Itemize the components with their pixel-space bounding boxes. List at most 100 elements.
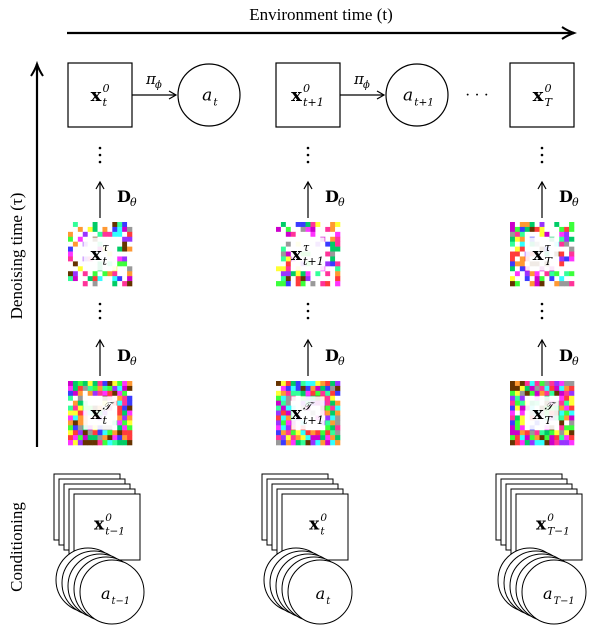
noise-pixel <box>564 435 570 441</box>
noise-pixel <box>514 256 521 262</box>
dot <box>540 302 544 306</box>
noise-pixel <box>569 385 575 392</box>
noise-pixel <box>325 226 331 233</box>
noise-pixel <box>524 435 530 441</box>
noise-pixel <box>68 385 74 392</box>
noise-pixel <box>92 435 98 441</box>
noise-pixel <box>276 381 282 387</box>
noise-pixel <box>305 222 311 228</box>
noise-pixel <box>127 440 133 446</box>
noise-pixel <box>544 281 550 287</box>
noise-pixel <box>564 222 570 228</box>
col-t-action-label-symbol: a <box>202 85 212 105</box>
noise-pixel <box>122 400 128 406</box>
noise-pixel <box>72 410 79 416</box>
noise-pixel <box>320 276 326 282</box>
noise-pixel <box>285 271 292 277</box>
dot <box>306 302 310 306</box>
noise-pixel <box>68 420 74 426</box>
noise-pixel <box>290 276 296 282</box>
noise-pixel <box>315 222 321 228</box>
col-tplus1-mid-frame-label-symbol: x <box>291 244 302 265</box>
noise-pixel <box>112 271 118 277</box>
noise-pixel <box>127 395 133 401</box>
noise-pixel <box>122 276 128 282</box>
noise-pixel <box>519 271 526 277</box>
noise-pixel <box>77 381 84 387</box>
col-t-denoiser-lower-symbol: D <box>117 346 131 365</box>
noise-pixel <box>77 271 84 277</box>
noise-pixel <box>330 261 336 267</box>
noise-pixel <box>127 271 133 277</box>
noise-pixel <box>107 281 113 287</box>
noise-pixel <box>320 435 326 441</box>
noise-pixel <box>122 281 128 287</box>
noise-pixel <box>77 415 84 421</box>
noise-pixel <box>92 440 98 446</box>
noise-pixel <box>569 241 575 247</box>
noise-pixel <box>519 231 526 238</box>
noise-pixel <box>510 381 516 387</box>
noise-pixel <box>72 415 79 421</box>
noise-pixel <box>335 415 341 421</box>
noise-pixel <box>122 381 128 387</box>
noise-pixel <box>276 415 282 421</box>
dot <box>98 153 102 157</box>
noise-pixel <box>72 222 79 228</box>
noise-pixel <box>112 281 118 287</box>
noise-pixel <box>97 435 103 441</box>
noise-pixel <box>122 435 128 441</box>
noise-pixel <box>285 226 292 233</box>
noise-pixel <box>107 381 113 387</box>
noise-pixel <box>107 390 113 397</box>
noise-pixel <box>510 246 516 252</box>
noise-pixel <box>77 420 84 426</box>
noise-pixel <box>330 266 336 272</box>
denoising-time-label: Denoising time (τ) <box>7 193 26 320</box>
col-t-cond-action-stack <box>55 547 145 625</box>
noise-pixel <box>524 271 530 277</box>
noise-pixel <box>559 276 565 282</box>
noise-pixel <box>335 261 341 267</box>
noise-pixel <box>549 430 555 436</box>
noise-pixel <box>117 435 123 441</box>
noise-pixel <box>514 246 521 252</box>
noise-pixel <box>510 415 516 421</box>
noise-pixel <box>335 395 341 401</box>
noise-pixel <box>330 420 336 426</box>
noise-pixel <box>510 271 516 277</box>
noise-pixel <box>68 266 74 272</box>
noise-pixel <box>510 390 516 397</box>
noise-pixel <box>529 381 535 387</box>
noise-pixel <box>539 435 545 441</box>
noise-label-backdrop <box>291 396 325 430</box>
noise-pixel <box>529 281 535 287</box>
noise-pixel <box>310 226 316 233</box>
col-tplus1-cond-action-label-symbol: a <box>316 584 326 603</box>
noise-pixel <box>534 226 540 233</box>
noise-pixel <box>335 231 341 238</box>
noise-pixel <box>82 271 88 277</box>
noise-pixel <box>320 222 326 228</box>
noise-pixel <box>305 381 311 387</box>
noise-pixel <box>72 430 79 436</box>
noise-pixel <box>335 246 341 252</box>
noise-pixel <box>534 390 540 397</box>
noise-pixel <box>72 420 79 426</box>
noise-pixel <box>300 430 306 436</box>
noise-pixel <box>276 440 282 446</box>
col-t-mid-frame <box>68 222 133 287</box>
noise-pixel <box>510 222 516 228</box>
noise-pixel <box>290 231 296 238</box>
noise-pixel <box>97 390 103 397</box>
noise-pixel <box>335 236 341 242</box>
noise-pixel <box>310 276 316 282</box>
noise-pixel <box>330 222 336 228</box>
noise-pixel <box>276 276 282 282</box>
col-t-clean-frame-label-sup: 0 <box>103 82 110 95</box>
noise-pixel <box>564 420 570 426</box>
noise-pixel <box>569 276 575 282</box>
noise-pixel <box>320 390 326 397</box>
